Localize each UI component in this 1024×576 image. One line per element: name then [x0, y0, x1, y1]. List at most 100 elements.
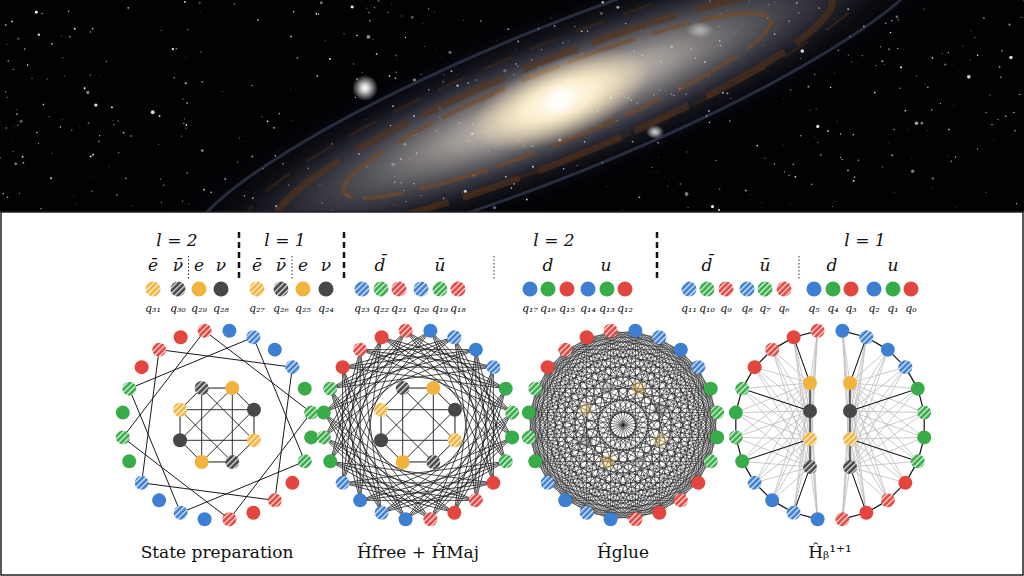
particle-label: ν̄ — [276, 257, 286, 275]
qubit-dot — [392, 282, 407, 297]
coupling-line — [433, 388, 434, 462]
panel-caption: Ĥglue — [597, 544, 649, 562]
star — [267, 120, 269, 122]
galaxy-photo — [0, 0, 1024, 212]
star — [98, 75, 100, 77]
coupling-line — [402, 388, 403, 462]
coupling-line — [635, 331, 698, 367]
star — [251, 85, 252, 86]
qubit-dot — [580, 330, 594, 344]
star — [329, 58, 331, 60]
star — [888, 48, 890, 50]
star — [991, 124, 992, 125]
star — [853, 180, 855, 182]
star — [368, 12, 369, 13]
star — [108, 166, 110, 168]
qubit-dot — [323, 454, 337, 468]
coupling-line — [360, 350, 381, 513]
qubit-dot — [811, 324, 825, 338]
qubit-label: q₆ — [778, 303, 789, 315]
star — [784, 171, 786, 173]
coupling-line — [454, 350, 475, 513]
star — [376, 53, 378, 55]
star — [11, 20, 13, 22]
coupling-line — [794, 337, 810, 383]
star — [99, 135, 100, 136]
coupling-line — [611, 331, 718, 438]
star — [234, 3, 236, 5]
star — [200, 10, 202, 12]
star — [1014, 130, 1016, 132]
dashed-separator — [343, 232, 346, 280]
qubit-dot — [843, 460, 857, 474]
star — [836, 120, 838, 122]
particle-label: d — [827, 257, 838, 275]
qubit-dot — [748, 476, 762, 490]
star — [40, 208, 42, 210]
qubit-dot — [304, 430, 318, 444]
star — [290, 119, 292, 121]
coupling-line — [535, 389, 717, 438]
star — [719, 188, 720, 189]
qubit-dot — [268, 343, 282, 357]
qubit-dot — [353, 343, 367, 357]
star — [638, 196, 640, 198]
qubit-dot — [173, 433, 187, 447]
star — [882, 166, 883, 167]
star — [974, 37, 975, 38]
coupling-line — [529, 389, 711, 438]
qubit-dot — [505, 406, 519, 420]
particle-label: e — [298, 257, 308, 275]
qubit-dot — [843, 432, 857, 446]
qubit-dot — [486, 476, 500, 490]
star — [186, 172, 188, 174]
star — [881, 60, 883, 62]
star — [789, 202, 791, 204]
star — [927, 86, 929, 88]
star — [1000, 77, 1001, 78]
star — [904, 110, 906, 112]
star — [874, 92, 876, 94]
coupling-line — [736, 413, 810, 439]
star — [184, 118, 185, 119]
coupling-line — [587, 512, 660, 513]
qubit-label: q₉ — [720, 303, 731, 315]
coupling-line — [529, 331, 636, 438]
qubit-dot — [222, 512, 236, 526]
qubit-dot — [174, 330, 188, 344]
qubit-dot — [803, 376, 817, 390]
qubit-dot — [652, 506, 666, 520]
star — [351, 6, 354, 9]
coupling-line — [850, 337, 866, 467]
circle-panel — [317, 324, 519, 526]
coupling-line — [343, 367, 506, 388]
star — [814, 136, 816, 138]
star — [84, 87, 86, 89]
star — [366, 35, 370, 39]
coupling-line — [611, 331, 681, 350]
coupling-line — [535, 461, 711, 462]
qubit-dot — [719, 282, 734, 297]
star — [679, 183, 681, 185]
star — [970, 30, 971, 31]
star — [125, 177, 127, 179]
qubit-dot — [835, 324, 849, 338]
qubit-dot — [396, 381, 410, 395]
coupling-line — [659, 337, 660, 513]
coupling-line — [406, 413, 513, 520]
star — [944, 64, 946, 66]
star — [977, 148, 978, 149]
coupling-line — [548, 483, 611, 519]
qubit-dot — [541, 282, 556, 297]
coupling-line — [587, 337, 681, 500]
qubit-dot — [881, 343, 895, 357]
qubit-dot — [448, 433, 462, 447]
star — [183, 98, 184, 99]
star — [820, 154, 822, 156]
star — [38, 143, 39, 144]
star — [920, 121, 923, 124]
star — [795, 176, 797, 178]
coupling-line — [742, 389, 810, 439]
star — [366, 7, 367, 8]
